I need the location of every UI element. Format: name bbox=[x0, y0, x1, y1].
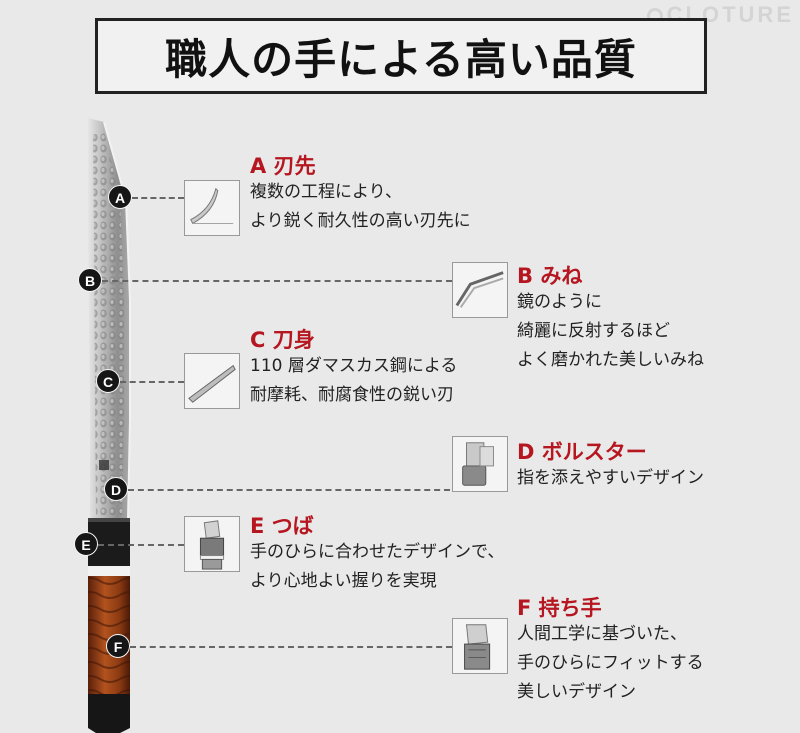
connector-line-d bbox=[128, 489, 450, 491]
connector-line-f bbox=[130, 646, 452, 648]
knife-blade-damascus bbox=[93, 130, 124, 515]
blade-logo-mark bbox=[99, 460, 109, 470]
feature-desc-b-line-1: 鏡のように bbox=[517, 292, 602, 312]
feature-title-f: F 持ち手 bbox=[517, 596, 602, 620]
feature-desc-c-line-2: 耐摩耗、耐腐食性の鋭い刃 bbox=[250, 385, 454, 405]
feature-desc-c-line-1: 110 層ダマスカス鋼による bbox=[250, 356, 458, 376]
knife-blade-edge bbox=[103, 121, 131, 521]
feature-desc-b: 鏡のように 綺麗に反射するほど よく磨かれた美しいみね bbox=[517, 288, 704, 375]
feature-title-d: D ボルスター bbox=[517, 440, 647, 464]
page-title: 職人の手による高い品質 bbox=[165, 34, 637, 84]
marker-b: B bbox=[78, 268, 102, 292]
marker-a: A bbox=[108, 185, 132, 209]
feature-title-a: A 刃先 bbox=[250, 154, 316, 178]
connector-line-e bbox=[98, 544, 184, 546]
blade-edge-icon bbox=[190, 187, 234, 225]
feature-desc-a-line-1: 複数の工程により、 bbox=[250, 182, 402, 202]
blade-spine-icon bbox=[455, 271, 504, 308]
marker-c: C bbox=[96, 369, 120, 393]
feature-title-e: E つば bbox=[250, 514, 314, 538]
connector-line-a bbox=[132, 197, 184, 199]
tsuba-icon bbox=[199, 520, 225, 570]
marker-f: F bbox=[106, 634, 130, 658]
feature-desc-d-line-1: 指を添えやすいデザイン bbox=[517, 468, 704, 488]
thumbnail-e bbox=[184, 516, 240, 572]
connector-line-c bbox=[120, 381, 184, 383]
feature-desc-d: 指を添えやすいデザイン bbox=[517, 464, 704, 493]
feature-desc-f: 人間工学に基づいた、 手のひらにフィットする 美しいデザイン bbox=[517, 620, 704, 707]
knife-tsuba-ring bbox=[88, 566, 130, 576]
marker-e: E bbox=[74, 532, 98, 556]
thumbnail-d bbox=[452, 436, 508, 492]
knife-end-cap bbox=[88, 694, 130, 733]
feature-desc-e-line-1: 手のひらに合わせたデザインで、 bbox=[250, 542, 505, 562]
feature-desc-c: 110 層ダマスカス鋼による 耐摩耗、耐腐食性の鋭い刃 bbox=[250, 352, 457, 410]
connector-line-b bbox=[102, 280, 452, 282]
feature-desc-b-line-2: 綺麗に反射するほど bbox=[517, 321, 670, 341]
thumbnail-a bbox=[184, 180, 240, 236]
thumbnail-b bbox=[452, 262, 508, 318]
feature-desc-f-line-2: 手のひらにフィットする bbox=[517, 653, 704, 673]
feature-title-c: C 刀身 bbox=[250, 328, 315, 352]
handle-icon bbox=[464, 624, 491, 670]
feature-desc-e: 手のひらに合わせたデザインで、 より心地よい握りを実現 bbox=[250, 538, 504, 596]
feature-desc-a: 複数の工程により、 より鋭く耐久性の高い刃先に bbox=[250, 178, 471, 236]
feature-title-b: B みね bbox=[517, 264, 583, 288]
thumbnail-c bbox=[184, 353, 240, 409]
feature-desc-b-line-3: よく磨かれた美しいみね bbox=[517, 350, 704, 370]
title-box: 職人の手による高い品質 bbox=[95, 18, 707, 94]
thumbnail-f bbox=[452, 618, 508, 674]
blade-body-icon bbox=[188, 364, 236, 403]
feature-desc-f-line-1: 人間工学に基づいた、 bbox=[517, 624, 687, 644]
bolster-icon bbox=[462, 442, 494, 486]
feature-desc-e-line-2: より心地よい握りを実現 bbox=[250, 571, 437, 591]
feature-desc-f-line-3: 美しいデザイン bbox=[517, 682, 636, 702]
marker-d: D bbox=[104, 477, 128, 501]
feature-desc-a-line-2: より鋭く耐久性の高い刃先に bbox=[250, 211, 471, 231]
